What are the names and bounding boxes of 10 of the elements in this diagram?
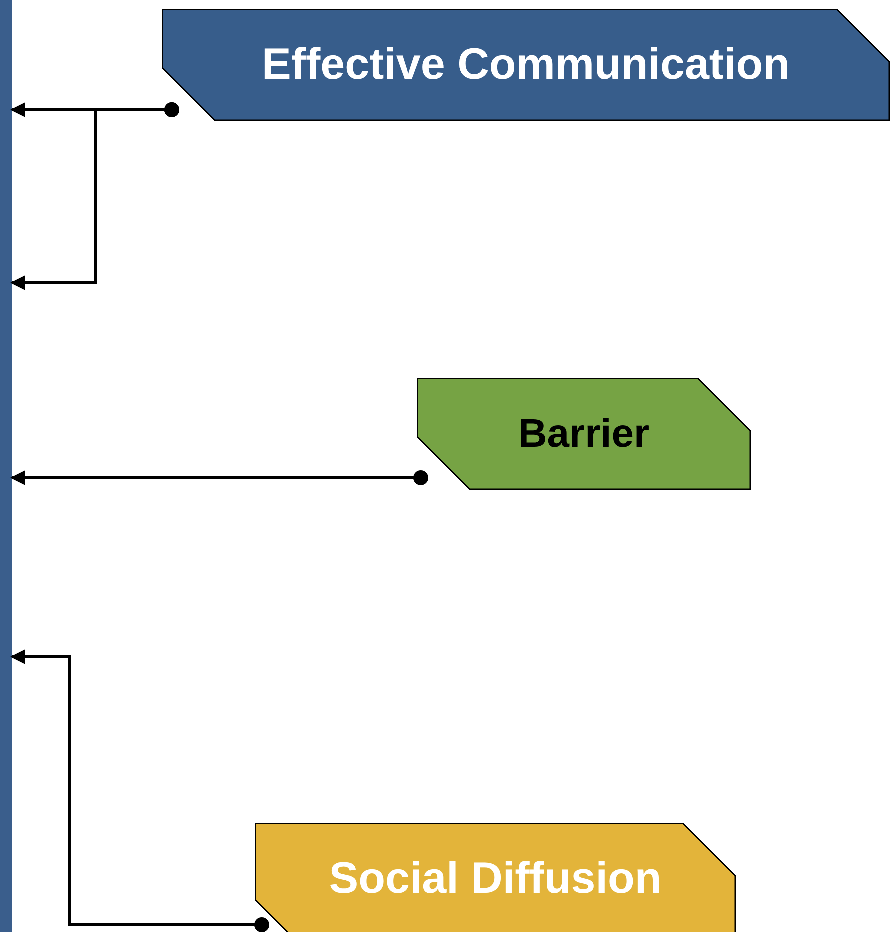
- tag-shape: [417, 378, 751, 490]
- side-bar: [0, 0, 12, 932]
- node-title: Effective Communication: [262, 39, 790, 91]
- tag-shape: [162, 9, 890, 121]
- connector-arrow: [10, 102, 180, 290]
- node-title: Barrier: [518, 411, 650, 458]
- connector-arrow: [10, 470, 428, 486]
- connector-arrow: [10, 650, 270, 932]
- tag-shape: [255, 823, 736, 932]
- node-title: Social Diffusion: [329, 853, 662, 905]
